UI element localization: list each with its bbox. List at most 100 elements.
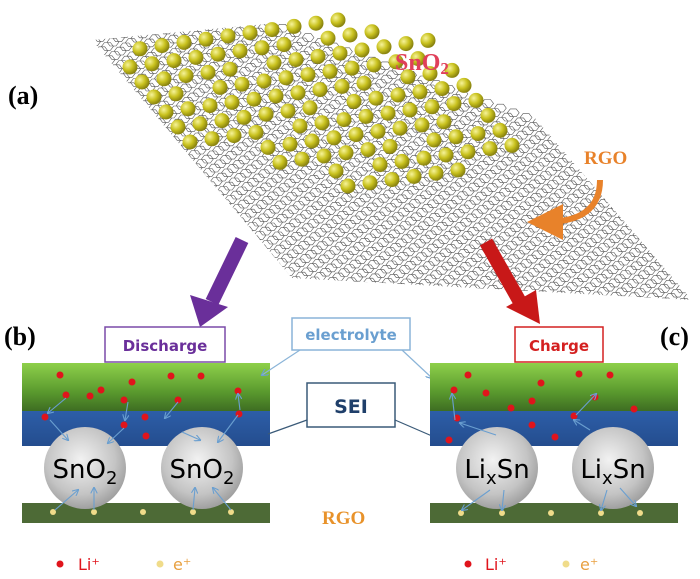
nanoparticle-icon [226,128,242,144]
ion-path-arrow [213,488,232,511]
nanoparticle-icon [482,141,498,157]
nanoparticle-icon [492,122,508,138]
ion-path-arrow [502,489,504,510]
nanoparticle-icon [180,101,196,117]
li-ion-dot [537,379,545,387]
particle-label: SnO2 [53,455,118,489]
electron-dot [458,510,464,516]
nanoparticle-icon [328,163,344,179]
nanoparticle-icon [308,15,324,31]
nanoparticle-icon [192,116,208,132]
ion-path-arrow [462,489,491,510]
li-ion-dot [197,372,205,380]
nanoparticle-icon [188,49,204,65]
nanoparticle-icon [232,43,248,59]
nanoparticle-icon [234,76,250,92]
nanoparticle-icon [376,39,392,55]
li-ion-dot [62,391,70,399]
nanoparticle-icon [402,102,418,118]
lixsn-particle [572,427,654,509]
nanoparticle-icon [122,59,138,75]
electron-dot [637,510,643,516]
panel-label-a: (a) [8,81,38,110]
electron-dot [548,510,554,516]
nanoparticle-icon [332,45,348,61]
nanoparticle-icon [380,105,396,121]
ion-path-arrow [238,394,240,411]
electron-dot [598,510,604,516]
nanoparticle-icon [390,87,406,103]
legend-e: e⁺ [173,555,191,574]
nanoparticle-icon [320,30,336,46]
li-ion-dot [464,371,472,379]
ion-dots [41,371,243,515]
li-ion-dot [120,396,128,404]
sno2-nanoparticles [122,12,520,194]
nanoparticle-icon [336,112,352,128]
nanoparticle-icon [134,74,150,90]
nanoparticle-icon [316,148,332,164]
electrolyte-layer [22,363,270,411]
ion-path-arrow [619,487,636,506]
nanoparticle-icon [344,60,360,76]
electron-dot [50,509,56,515]
nanoparticle-icon [422,66,438,82]
discharge-arrow-icon [190,236,249,327]
li-ion-dot [120,421,128,429]
nanoparticle-icon [146,89,162,105]
nanoparticle-icon [424,99,440,115]
electron-dot [228,509,234,515]
nanoparticle-icon [360,142,376,158]
nanoparticle-icon [414,117,430,133]
nanoparticle-icon [444,62,460,78]
li-ion-dot [234,387,242,395]
rgo-label-bottom: RGO [322,508,365,529]
legend-b: Li⁺ e⁺ [56,555,191,574]
ion-path-arrow [193,488,195,511]
nanoparticle-icon [132,41,148,57]
nanoparticle-icon [264,22,280,38]
nanoparticle-icon [276,37,292,53]
nanoparticle-icon [220,28,236,44]
legend-c: Li⁺ e⁺ [464,555,598,574]
rgo-label-top: RGO [584,148,627,169]
li-ion-dot [141,413,149,421]
li-ion-dot [174,396,182,404]
cell-b: SnO2 SnO2 [22,363,270,523]
pointer-line [262,349,301,375]
sno2-particle [44,427,126,509]
nanoparticle-icon [288,52,304,68]
sei-label: SEI [334,396,368,418]
ion-path-arrow [49,419,68,440]
li-ion-dot [56,371,64,379]
nanoparticle-icon [470,126,486,142]
li-ion-dot [630,405,638,413]
nanoparticle-icon [182,134,198,150]
nanoparticle-icon [314,115,330,131]
particle-label: LixSn [464,455,529,489]
nanoparticle-icon [272,154,288,170]
nanoparticle-icon [290,85,306,101]
ion-path-arrow [452,394,455,421]
nanoparticle-icon [356,75,372,91]
nanoparticle-icon [242,25,258,41]
nanoparticle-icon [388,54,404,70]
charge-arrow-icon [479,238,540,324]
nanoparticle-icon [212,79,228,95]
nanoparticle-icon [236,109,252,125]
panel-label-b: (b) [4,322,36,351]
discharge-label: Discharge [123,337,208,355]
nanoparticle-icon [304,133,320,149]
nanoparticle-icon [354,42,370,58]
li-ion-dot [97,386,105,394]
nanoparticle-icon [370,123,386,139]
li-ion-dot [606,371,614,379]
electron-dot [140,509,146,515]
nanoparticle-icon [326,130,342,146]
nanoparticle-icon [412,84,428,100]
li-dot-icon [56,560,64,568]
li-ion-dot [551,433,559,441]
curved-arrow-icon [527,179,603,240]
nanoparticle-icon [258,106,274,122]
nanoparticle-icon [468,92,484,108]
